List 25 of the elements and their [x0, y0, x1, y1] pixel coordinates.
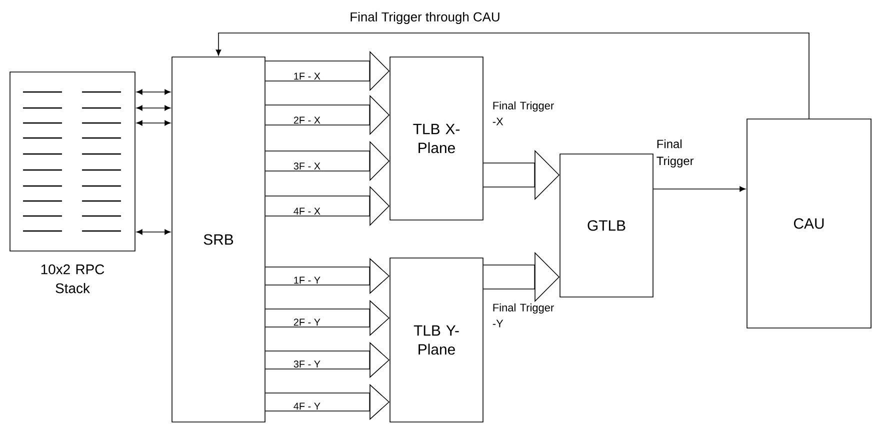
edge-label: 4F - Y [294, 402, 320, 410]
block-box: TLB Y- Plane [390, 258, 484, 422]
edge-label: Final Trigger [656, 139, 694, 168]
arrow [136, 89, 171, 95]
block-box: SRB [172, 56, 266, 422]
stack-label: 10x2 RPC Stack [41, 264, 104, 294]
arrow [136, 229, 171, 235]
edge-label: 2F - X [294, 116, 320, 124]
arrow [216, 32, 810, 119]
block-box: CAU [746, 118, 872, 328]
edge-label: 3F - Y [294, 360, 320, 368]
edge-label: 3F - X [294, 162, 320, 170]
arrow [136, 105, 171, 111]
edge-label: 1F - X [294, 72, 320, 80]
block-box: TLB X- Plane [390, 56, 484, 220]
edge-label: Final Trigger -Y [492, 303, 554, 328]
block-box: GTLB [560, 154, 654, 298]
edge-label: Final Trigger through CAU [350, 12, 500, 24]
edge-label: 2F - Y [294, 318, 320, 326]
edge-label: Final Trigger -X [492, 101, 554, 126]
arrow [136, 120, 171, 126]
edge-label: 1F - Y [294, 276, 320, 284]
edge-label: 4F - X [294, 208, 320, 215]
stack-box [10, 72, 136, 252]
arrow [653, 186, 746, 192]
